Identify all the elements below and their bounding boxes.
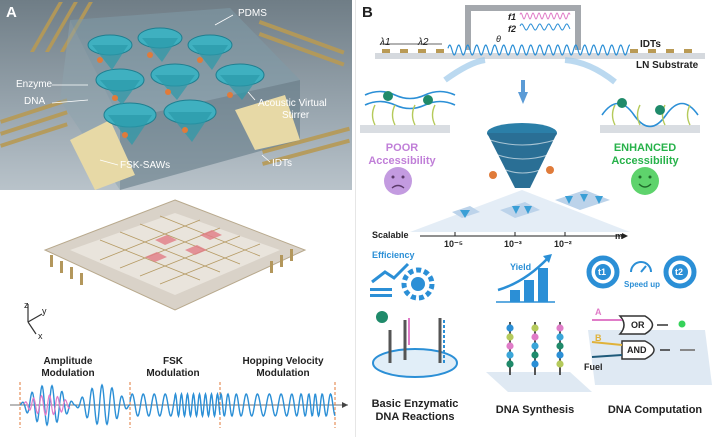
fsk-saw-slab-left bbox=[70, 120, 135, 190]
enhanced-label-line1: ENHANCED bbox=[613, 142, 677, 154]
lambda1-label: λ1 bbox=[380, 37, 391, 48]
fsk-saws-label: FSK-SAWs bbox=[120, 160, 171, 171]
substrate-label: LN Substrate bbox=[636, 60, 699, 71]
panel-b-letter: B bbox=[362, 4, 373, 21]
or-gate-label: OR bbox=[631, 320, 645, 330]
pdms-label: PDMS bbox=[238, 8, 267, 19]
axis-z-label: z bbox=[24, 300, 29, 310]
idts-label-b: IDTs bbox=[640, 39, 661, 50]
idts-label: IDTs bbox=[272, 158, 292, 169]
t1-label: t1 bbox=[598, 267, 607, 277]
nucleotide-bead bbox=[556, 360, 564, 368]
axis-y-label: y bbox=[42, 306, 47, 316]
nucleotide-bead bbox=[506, 333, 514, 341]
caption-computation: DNA Computation bbox=[607, 404, 703, 416]
enhanced-label-line2: Accessibility bbox=[611, 155, 679, 167]
device-illustration bbox=[0, 2, 350, 190]
amplitude-modulation-line1: Amplitude bbox=[43, 356, 93, 367]
fuel-label: Fuel bbox=[584, 362, 603, 372]
poor-label-line2: Accessibility bbox=[368, 155, 436, 167]
modulation-waveforms bbox=[10, 382, 348, 428]
nucleotide-bead bbox=[506, 360, 514, 368]
scale-tick-2: 10⁻³ bbox=[504, 239, 522, 249]
efficiency-label: Efficiency bbox=[372, 250, 415, 260]
scale-unit: m bbox=[615, 231, 624, 241]
nucleotide-bead bbox=[556, 333, 564, 341]
panel-a-device-illustration bbox=[0, 0, 352, 190]
f2-label: f2 bbox=[508, 24, 517, 34]
f1-label: f1 bbox=[508, 12, 517, 22]
caption-synthesis: DNA Synthesis bbox=[495, 404, 575, 416]
caption-enzymatic-line2: DNA Reactions bbox=[375, 411, 455, 423]
scale-tick-3: 10⁻² bbox=[554, 239, 572, 249]
xyz-axes-icon bbox=[27, 304, 43, 335]
acoustic-stirrer-label-line2: Stirrer bbox=[282, 110, 310, 121]
nucleotide-bead bbox=[531, 324, 539, 332]
theta-label: θ bbox=[496, 34, 501, 44]
fsk-modulation-line2: Modulation bbox=[146, 368, 200, 379]
nucleotide-bead bbox=[531, 342, 539, 350]
yield-label: Yield bbox=[510, 262, 532, 272]
nucleotide-bead bbox=[506, 351, 514, 359]
panel-a-letter: A bbox=[6, 4, 17, 21]
and-gate-label: AND bbox=[627, 345, 647, 355]
nucleotide-bead bbox=[506, 324, 514, 332]
panel-b-illustration bbox=[360, 5, 712, 392]
gate-input-a: A bbox=[595, 307, 602, 317]
speed-up-label: Speed up bbox=[624, 280, 661, 289]
nucleotide-bead bbox=[556, 342, 564, 350]
enzyme-label: Enzyme bbox=[16, 79, 53, 90]
nucleotide-bead bbox=[531, 333, 539, 341]
hopping-velocity-modulation-line2: Modulation bbox=[256, 368, 310, 379]
acoustic-stirrer-label-line1: Acoustic Virtual bbox=[258, 98, 327, 109]
scale-tick-1: 10⁻⁵ bbox=[444, 239, 463, 249]
nucleotide-bead bbox=[531, 360, 539, 368]
fsk-saw-slab-right bbox=[235, 95, 300, 150]
panel-divider bbox=[355, 0, 356, 437]
dna-label: DNA bbox=[24, 96, 46, 107]
nucleotide-bead bbox=[556, 324, 564, 332]
fsk-modulation-line1: FSK bbox=[163, 356, 183, 367]
amplitude-modulation-line2: Modulation bbox=[41, 368, 95, 379]
central-vortex bbox=[487, 123, 557, 188]
caption-enzymatic-line1: Basic Enzymatic bbox=[371, 398, 459, 410]
happy-face-icon bbox=[631, 167, 659, 195]
nucleotide-bead bbox=[556, 351, 564, 359]
nucleotide-bead bbox=[531, 351, 539, 359]
nucleotide-bead bbox=[506, 342, 514, 350]
poor-label-line1: POOR bbox=[385, 142, 419, 154]
scale-label: Scalable bbox=[372, 230, 409, 240]
sad-face-icon bbox=[384, 167, 412, 195]
hopping-velocity-modulation-line1: Hopping Velocity bbox=[242, 356, 324, 367]
axis-x-label: x bbox=[38, 331, 43, 341]
gate-input-b: B bbox=[595, 333, 602, 343]
lambda2-label: λ2 bbox=[418, 37, 429, 48]
chip-array bbox=[43, 199, 307, 311]
t2-label: t2 bbox=[675, 267, 684, 277]
